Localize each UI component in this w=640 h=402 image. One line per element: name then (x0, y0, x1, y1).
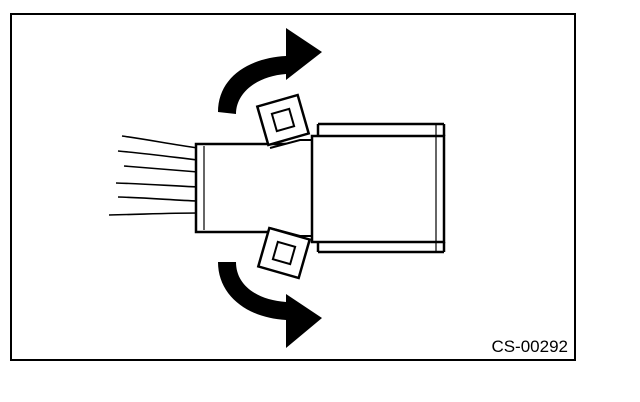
lock-tab-icon (255, 93, 311, 147)
rotate-arrow-icon (218, 262, 322, 348)
connector-diagram (108, 28, 446, 348)
figure-reference-code: CS-00292 (491, 337, 568, 356)
lock-tab-icon (256, 226, 312, 280)
wire-bundle (108, 135, 199, 216)
rotate-arrow-icon (218, 28, 322, 114)
connector-plug (194, 139, 316, 237)
connector-illustration: CS-00292 (10, 13, 576, 361)
connector-receptacle (310, 122, 446, 254)
